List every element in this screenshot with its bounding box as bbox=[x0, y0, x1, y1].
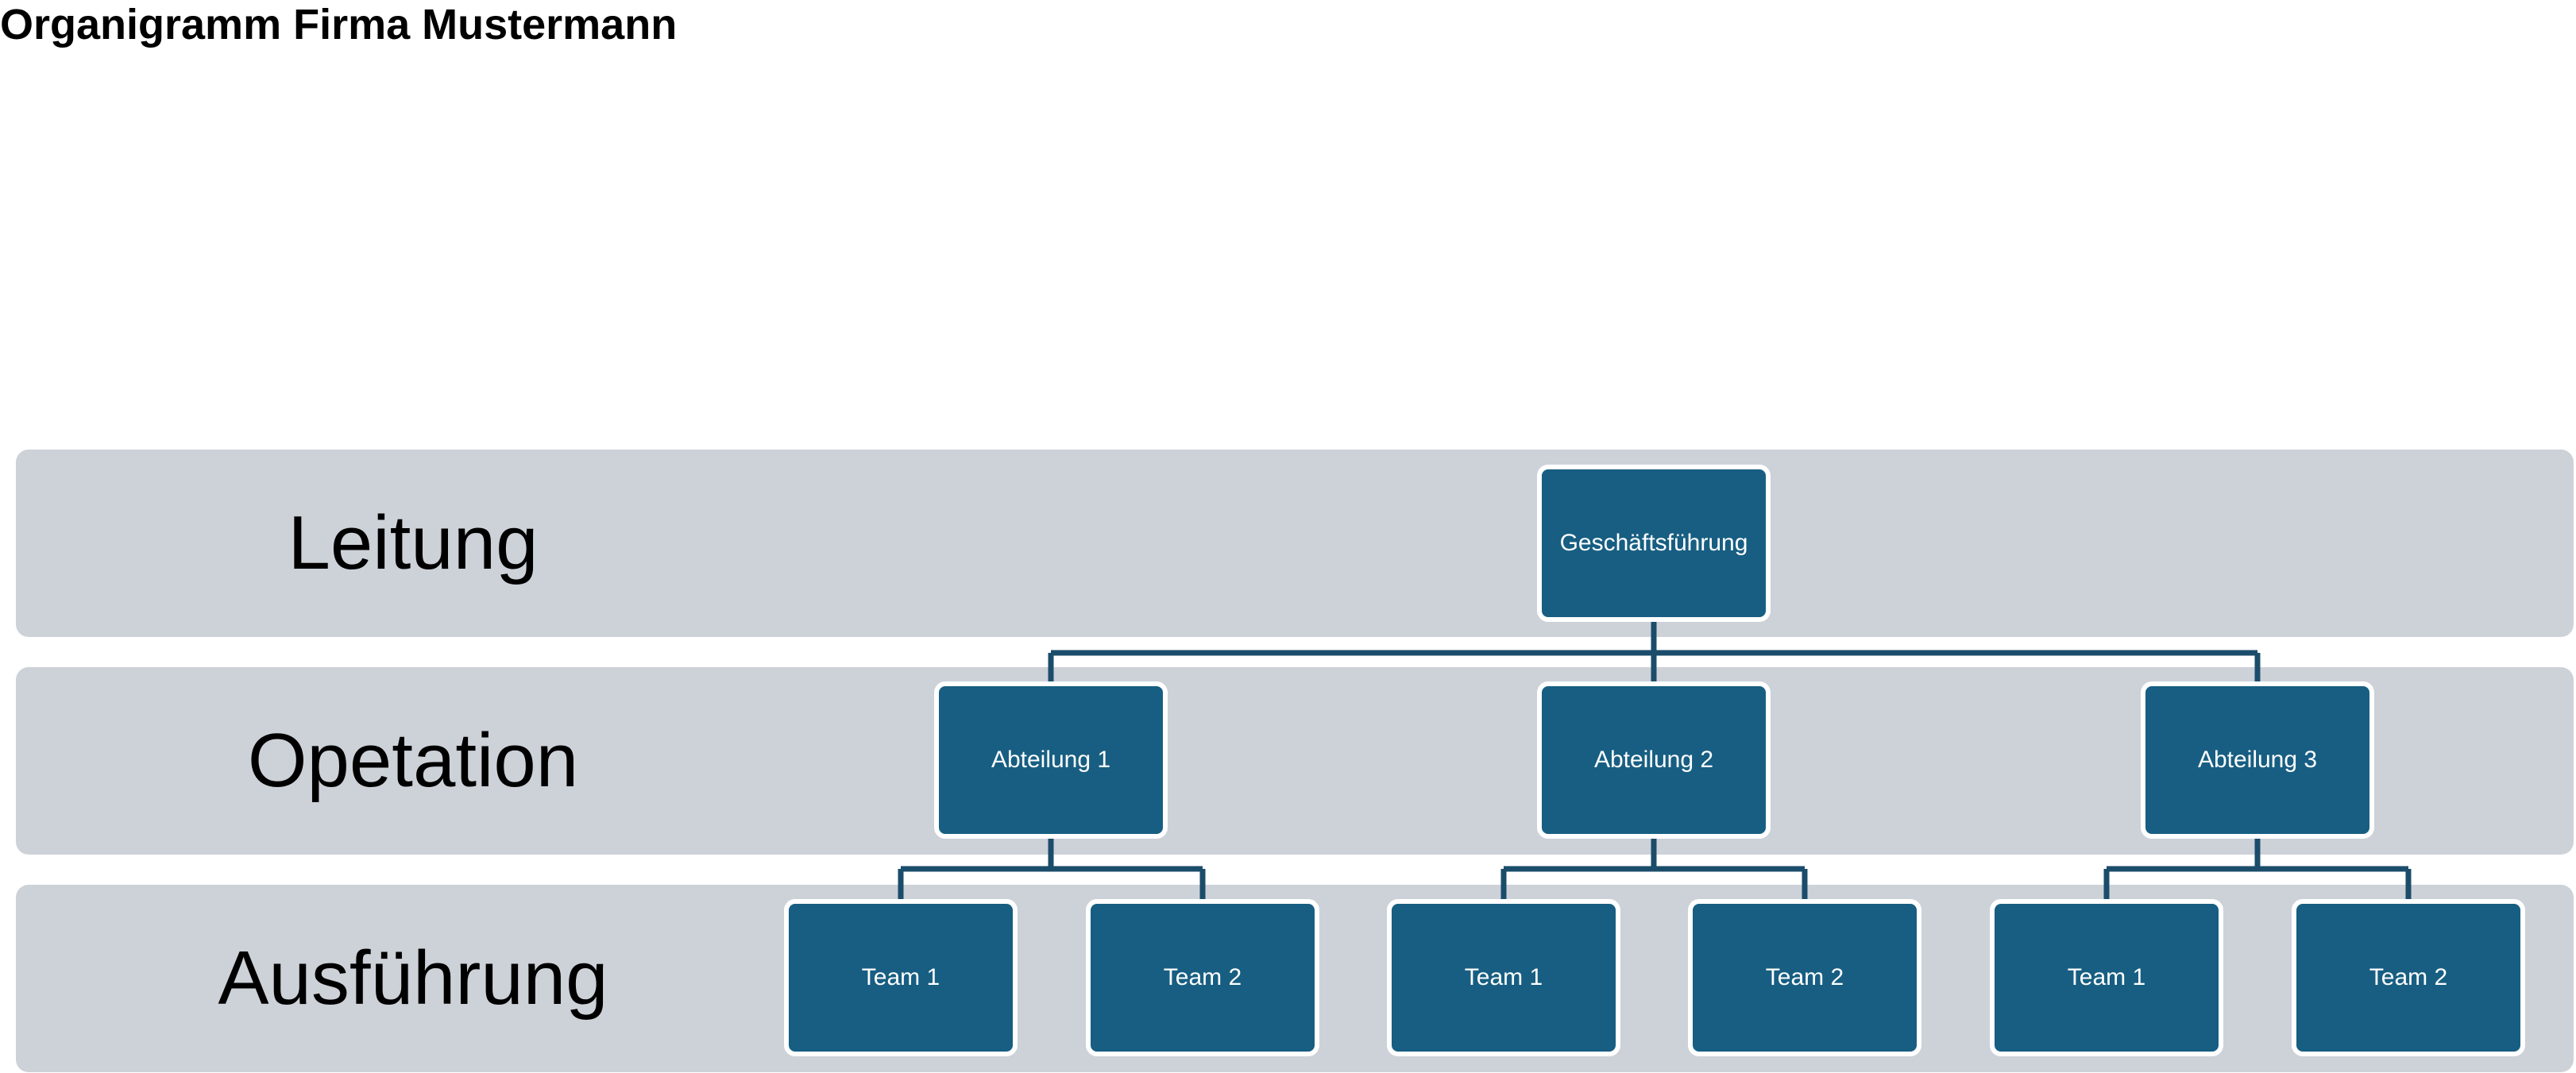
node-abteilung-2-team-2: Team 2 bbox=[1688, 899, 1921, 1056]
level-band-leitung: Leitung bbox=[16, 450, 2574, 637]
node-abteilung-1-team-2: Team 2 bbox=[1086, 899, 1319, 1056]
connector-root bbox=[1048, 621, 2261, 683]
node-label: Abteilung 3 bbox=[2197, 747, 2318, 773]
connector-dept-3 bbox=[2103, 839, 2412, 901]
page-title: Organigramm Firma Mustermann bbox=[0, 1, 678, 48]
level-label: Opetation bbox=[247, 718, 579, 803]
node-label: Abteilung 2 bbox=[1593, 747, 1714, 773]
level-label: Ausführung bbox=[218, 936, 608, 1021]
level-label: Leitung bbox=[288, 500, 539, 585]
node-abteilung-3: Abteilung 3 bbox=[2141, 681, 2374, 839]
node-label: Abteilung 1 bbox=[991, 747, 1111, 773]
node-abteilung-3-team-1: Team 1 bbox=[1990, 899, 2223, 1056]
node-geschaeftsfuehrung: Geschäftsführung bbox=[1537, 465, 1771, 622]
node-label: Team 2 bbox=[1765, 964, 1844, 990]
node-abteilung-1: Abteilung 1 bbox=[934, 681, 1168, 839]
connector-dept-1 bbox=[898, 839, 1206, 901]
node-abteilung-2: Abteilung 2 bbox=[1537, 681, 1771, 839]
node-label: Team 1 bbox=[2067, 964, 2146, 990]
node-label: Geschäftsführung bbox=[1559, 530, 1748, 556]
node-abteilung-3-team-2: Team 2 bbox=[2292, 899, 2525, 1056]
node-label: Team 1 bbox=[1464, 964, 1543, 990]
node-label: Team 2 bbox=[2369, 964, 2448, 990]
node-abteilung-2-team-1: Team 1 bbox=[1387, 899, 1620, 1056]
node-abteilung-1-team-1: Team 1 bbox=[784, 899, 1018, 1056]
node-label: Team 1 bbox=[861, 964, 940, 990]
node-label: Team 2 bbox=[1163, 964, 1242, 990]
connector-dept-2 bbox=[1500, 839, 1808, 901]
